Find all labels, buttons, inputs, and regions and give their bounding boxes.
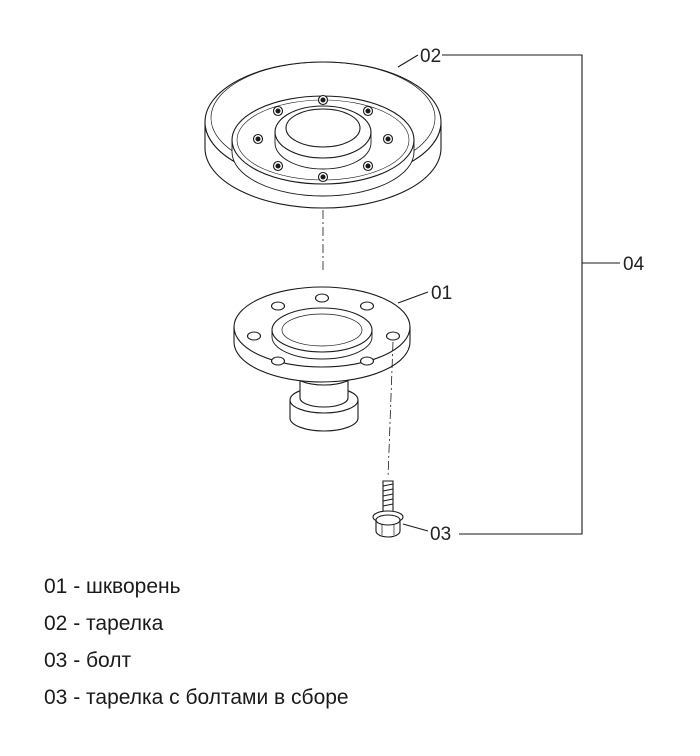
callout-01: 01 (431, 283, 452, 304)
bolt-center-line (387, 341, 394, 479)
king-pin-part (233, 286, 411, 432)
exploded-parts-diagram: 02 04 01 03 (204, 46, 645, 545)
callout-03: 03 (430, 524, 451, 545)
legend-item: 03 - болт (44, 649, 132, 672)
parts-legend: 01 - шкворень 02 - тарелка 03 - болт 03 … (44, 572, 349, 720)
callout-04: 04 (623, 254, 645, 275)
callout-02: 02 (420, 46, 441, 67)
leader-lines (397, 54, 620, 535)
bolt-part (372, 480, 404, 538)
legend-item: 02 - тарелка (44, 612, 164, 635)
flange-bolt-holes (246, 293, 401, 366)
plate-bolt-holes (252, 94, 394, 183)
legend-item: 03 - тарелка с болтами в сборе (44, 686, 349, 709)
plate-part (204, 61, 442, 209)
legend-item: 01 - шкворень (44, 575, 181, 598)
